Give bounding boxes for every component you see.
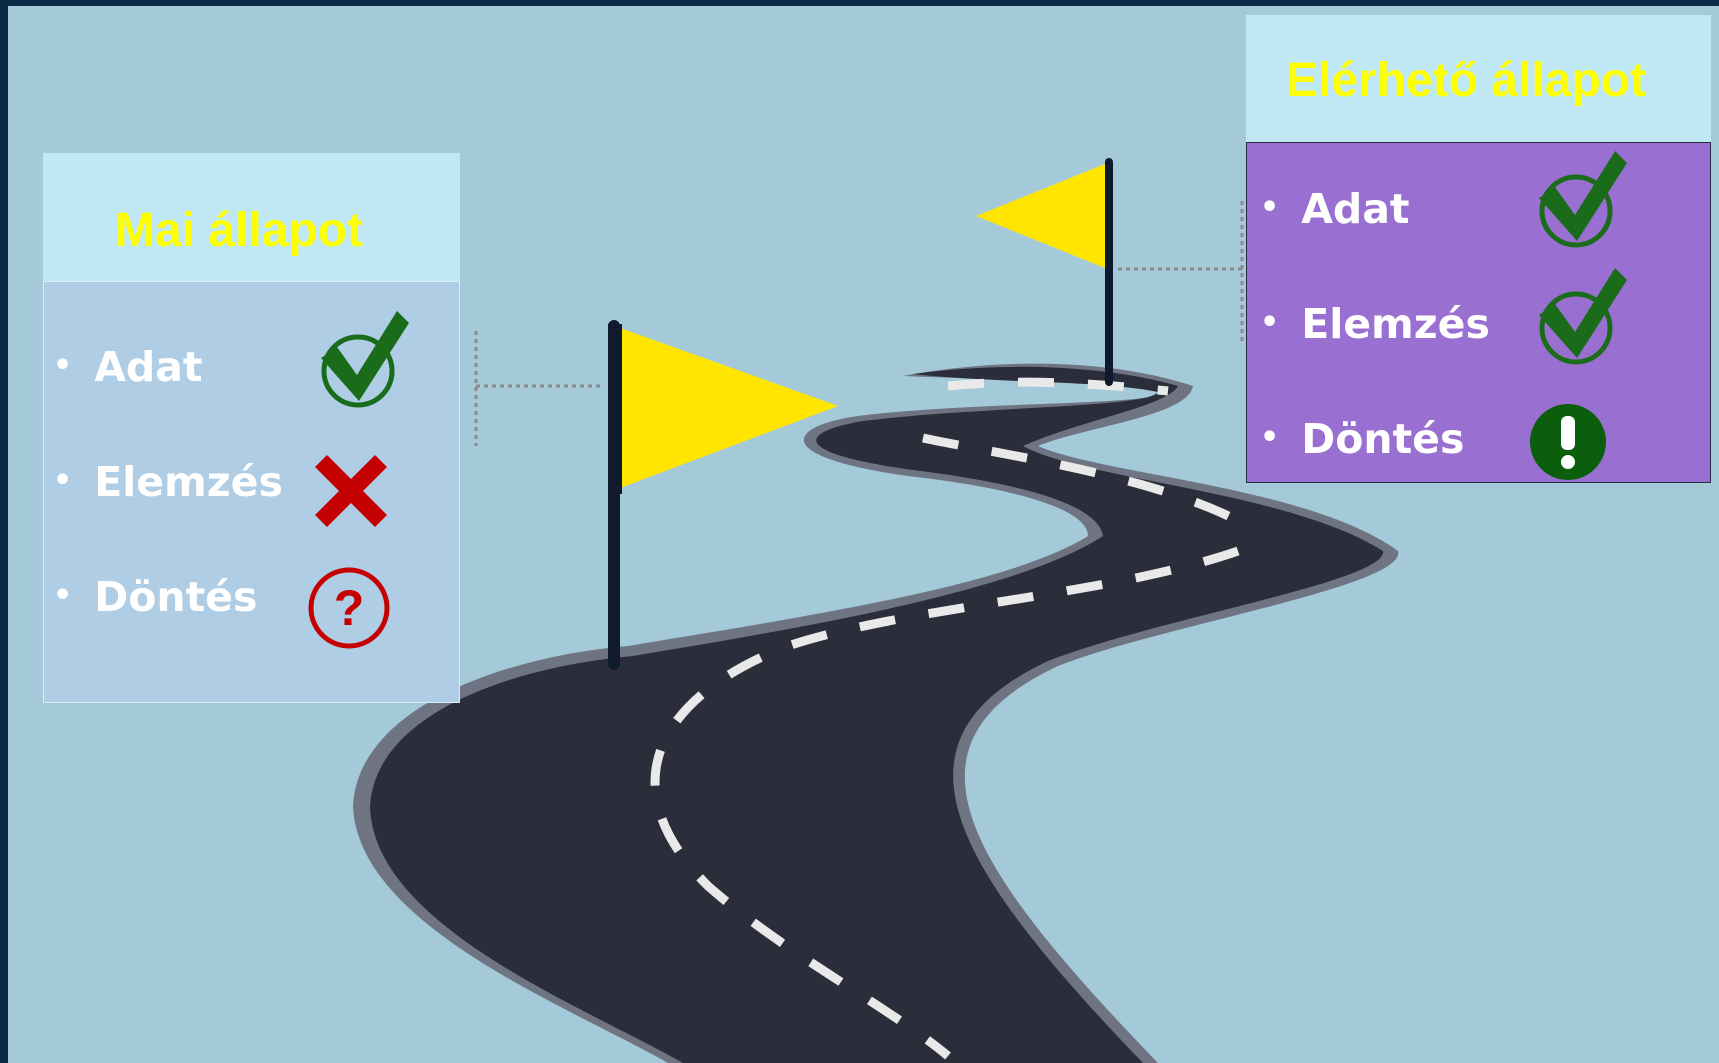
target-item-elemzes: •Elemzés [1260, 300, 1490, 348]
current-state-title: Mai állapot [115, 203, 363, 258]
left-flag-connector [476, 331, 604, 446]
current-state-panel: Mai állapot •Adat •Elemzés •Döntés ? [43, 153, 460, 703]
right-flag-connector [1118, 201, 1242, 341]
far-flag [976, 164, 1105, 268]
exclamation-icon [1528, 402, 1608, 482]
svg-text:?: ? [334, 580, 365, 636]
far-flag-pole [1105, 158, 1113, 386]
target-item-adat: •Adat [1260, 185, 1410, 233]
current-item-adat: •Adat [53, 343, 203, 391]
winding-road [370, 367, 1383, 1063]
target-state-title: Elérhető állapot [1286, 53, 1646, 108]
current-item-dontes: •Döntés [53, 573, 257, 621]
slide: Mai állapot •Adat •Elemzés •Döntés ? Elé… [8, 6, 1719, 1063]
target-state-panel: Elérhető állapot •Adat •Elemzés •Döntés [1246, 15, 1711, 485]
check-icon [1531, 143, 1631, 253]
target-item-dontes: •Döntés [1260, 415, 1464, 463]
check-icon [1531, 260, 1631, 370]
question-icon: ? [306, 565, 392, 651]
cross-icon [311, 451, 391, 531]
check-icon [313, 303, 413, 413]
near-flag [620, 328, 838, 488]
current-item-elemzes: •Elemzés [53, 458, 283, 506]
